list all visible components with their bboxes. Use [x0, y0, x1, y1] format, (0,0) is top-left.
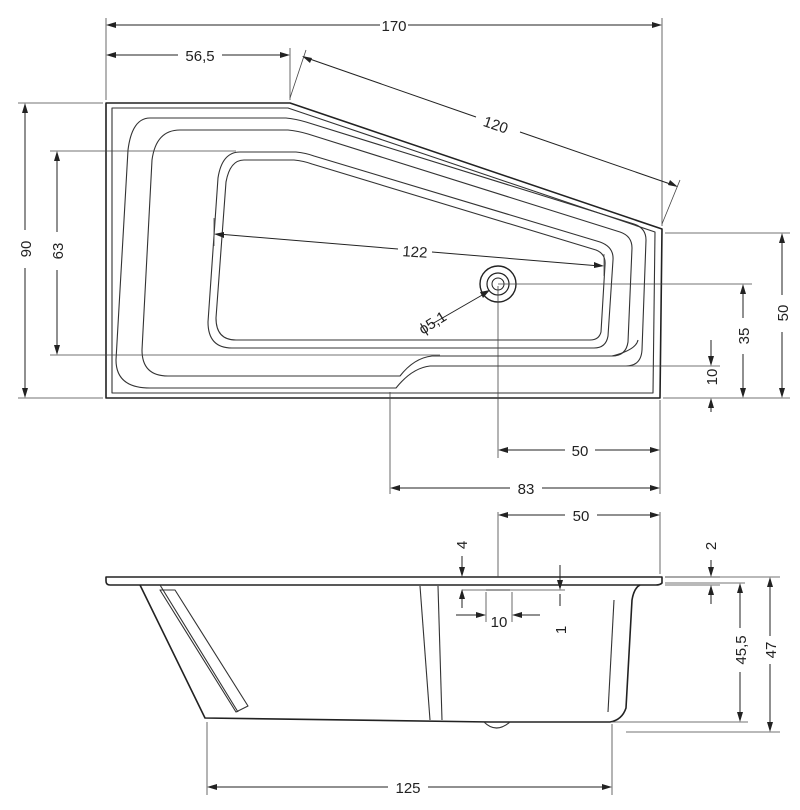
dim-overflow-width: 10 — [491, 614, 508, 631]
dim-overall-width: 170 — [381, 18, 406, 35]
side-drain — [483, 721, 511, 729]
side-tub-inner-left — [159, 584, 239, 713]
dim-drain-from-right: 50 — [572, 443, 589, 460]
dim-rim-thickness: 2 — [703, 542, 720, 550]
plan-rim-inner — [111, 107, 656, 394]
side-tub-shade — [159, 589, 249, 713]
dim-left-straight: 56,5 — [185, 48, 214, 65]
plan-basin-contour — [141, 129, 633, 377]
dim-total-height: 47 — [763, 642, 780, 659]
side-panel-end — [607, 599, 615, 713]
dim-rim-offset: 4 — [454, 541, 471, 549]
dim-inner-length: 122 — [402, 243, 428, 262]
plan-corner-step — [611, 339, 639, 357]
plan-basin-floor-inner — [215, 159, 606, 341]
dim-step-from-right: 83 — [518, 481, 535, 498]
dim-slanted-edge: 120 — [481, 113, 510, 137]
side-panel-right — [437, 585, 443, 721]
plan-basin-floor — [207, 151, 614, 349]
dim-drain-diameter: ϕ5,1 — [416, 308, 450, 338]
dim-overflow-drop: 1 — [553, 626, 570, 634]
dim-drain-from-front: 35 — [736, 328, 753, 345]
side-tub-body — [139, 584, 641, 723]
side-panel-left — [419, 585, 431, 721]
plan-outer-rim — [105, 102, 663, 399]
dim-overall-depth: 90 — [18, 241, 35, 258]
dim-bottom-length: 125 — [395, 780, 420, 797]
dim-step-height: 10 — [704, 369, 721, 386]
dim-right-side-depth: 50 — [775, 305, 792, 322]
side-rim — [105, 576, 663, 586]
dim-inner-height: 45,5 — [733, 635, 750, 664]
side-view: 50 4 2 10 1 45,5 — [105, 508, 780, 797]
dim-side-drain-from-right: 50 — [573, 508, 590, 525]
plan-view: 170 56,5 120 90 63 — [18, 18, 792, 498]
dim-inner-depth: 63 — [50, 243, 67, 260]
